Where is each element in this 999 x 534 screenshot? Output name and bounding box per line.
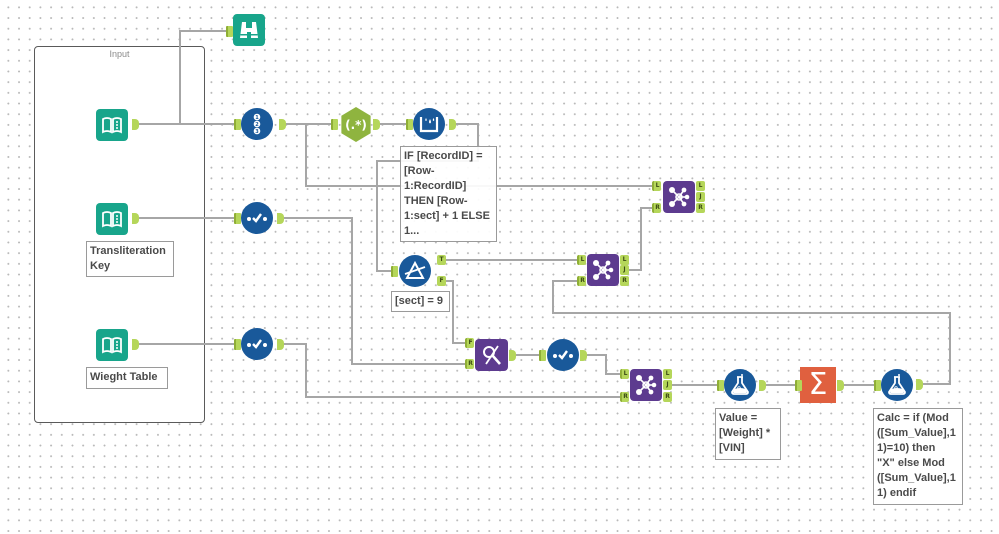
join2-right-input[interactable]: R [577,276,586,286]
find-replace-tool[interactable] [475,339,508,371]
join3-right-input[interactable]: R [620,392,629,402]
summarize-tool[interactable]: Σ [800,367,836,403]
output-anchor[interactable] [132,213,139,224]
output-anchor[interactable] [837,380,844,391]
join1-left-output[interactable]: L [696,181,705,191]
join-icon [669,187,690,207]
dot-check-icon [247,213,267,223]
input-anchor[interactable] [406,119,413,130]
join3-join-output[interactable]: J [663,380,672,390]
output-anchor[interactable] [916,379,923,390]
input-anchor[interactable] [717,380,724,391]
input-anchor[interactable] [331,119,338,130]
join3-right-output[interactable]: R [663,392,672,402]
join1-right-output[interactable]: R [696,203,705,213]
regex-tool[interactable]: (.*) [341,107,371,142]
filter-true-anchor[interactable]: T [437,255,446,265]
input-anchor[interactable] [391,266,398,277]
join-icon [593,260,614,280]
annotation-filter: [sect] = 9 [391,291,450,312]
input-tool-1[interactable] [96,109,128,141]
annotation-multi-row-formula: IF [RecordID] = [Row- 1:RecordID] THEN [… [400,146,497,242]
sigma-icon: Σ [808,367,828,402]
join2-left-output[interactable]: L [620,255,629,265]
dot-check-icon [553,350,573,360]
input-anchor[interactable] [795,380,802,391]
input-tool-2[interactable] [96,203,128,235]
select-tool-2[interactable] [241,328,273,360]
join-tool-1[interactable] [663,181,695,213]
book-input-icon [102,117,122,134]
find-replace-icon [482,345,501,365]
flask-icon [888,374,906,395]
filter-false-anchor[interactable]: F [437,276,446,286]
output-anchor[interactable] [759,380,766,391]
select-tool-3[interactable] [547,339,579,371]
binoculars-icon [240,22,258,38]
output-anchor[interactable] [279,119,286,130]
svg-text:2: 2 [255,122,259,128]
flask-icon [731,374,749,395]
filter-icon [404,260,426,279]
output-anchor[interactable] [373,119,380,130]
output-anchor[interactable] [580,350,587,361]
join1-join-output[interactable]: J [696,192,705,202]
container-title: Input [109,49,130,59]
annotation-input-3: Wieght Table [86,367,168,389]
find-replace-find-input[interactable]: F [465,338,474,348]
formula-tool-2[interactable] [881,369,913,401]
join3-left-input[interactable]: L [620,369,629,379]
input-anchor[interactable] [539,350,546,361]
multi-row-formula-icon [419,117,439,133]
join-icon [636,375,657,395]
find-replace-replace-input[interactable]: R [465,359,474,369]
input-anchor[interactable] [226,26,233,37]
svg-text:1: 1 [255,115,259,121]
output-anchor[interactable] [449,119,456,130]
numbered-list-icon: 123 [253,113,261,135]
join2-left-input[interactable]: L [577,255,586,265]
book-input-icon [102,337,122,354]
join-tool-2[interactable] [587,254,619,286]
output-anchor[interactable] [277,339,284,350]
output-anchor[interactable] [132,339,139,350]
join2-join-output[interactable]: J [620,265,629,275]
multi-row-formula-tool[interactable] [413,108,445,140]
input-anchor[interactable] [234,339,241,350]
select-tool-1[interactable] [241,202,273,234]
input-anchor[interactable] [874,380,881,391]
svg-text:3: 3 [255,129,259,135]
book-input-icon [102,211,122,228]
join1-left-input[interactable]: L [652,181,661,191]
input-tool-3[interactable] [96,329,128,361]
annotation-formula-1: Value = [Weight] * [VIN] [715,408,781,460]
input-anchor[interactable] [234,119,241,130]
formula-tool-1[interactable] [724,369,756,401]
output-anchor[interactable] [509,350,516,361]
input-anchor[interactable] [234,213,241,224]
connection-select3-join3-left [585,354,623,375]
regex-icon: (.*) [345,117,367,132]
output-anchor[interactable] [132,119,139,130]
annotation-formula-2: Calc = if (Mod ([Sum_Value],1 1)=10) the… [873,408,963,505]
join-tool-3[interactable] [630,369,662,401]
output-anchor[interactable] [277,213,284,224]
browse-tool[interactable] [233,14,265,46]
annotation-input-2: Transliteration Key [86,241,174,277]
dot-check-icon [247,339,267,349]
filter-tool[interactable] [399,255,431,287]
join3-left-output[interactable]: L [663,369,672,379]
connection-formula2-join2-loop [552,280,951,385]
join1-right-input[interactable]: R [652,203,661,213]
join2-right-output[interactable]: R [620,276,629,286]
